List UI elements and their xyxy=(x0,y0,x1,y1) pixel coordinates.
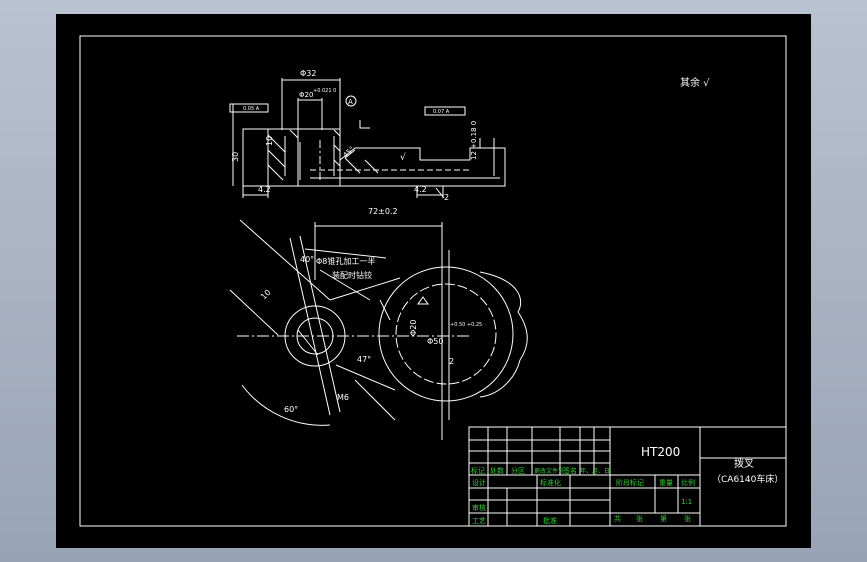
tb-sheet-no: 第 xyxy=(660,514,667,523)
tb-approve: 批准 xyxy=(543,516,557,525)
note-taper-hole: Φ8锥孔加工一半 xyxy=(316,256,375,266)
tb-zone: 分区 xyxy=(511,466,525,475)
tb-sheets-unit2: 张 xyxy=(684,514,691,523)
dim-2: 2 xyxy=(444,193,449,202)
tb-scale: 比例 xyxy=(681,478,695,487)
roughness-symbol: √ xyxy=(400,152,406,163)
tb-process: 工艺 xyxy=(472,517,486,525)
gdt-frame-1: 0.05 A xyxy=(243,106,260,112)
dim-phi50: Φ50 xyxy=(427,337,443,346)
dim-phi20: Φ20 xyxy=(409,320,418,336)
tb-check: 审核 xyxy=(472,503,486,512)
dim-72: 72±0.2 xyxy=(368,207,398,216)
dim-2b: 2 xyxy=(449,357,454,366)
dim-top-width: Φ32 xyxy=(300,69,316,78)
plan-view xyxy=(229,219,528,440)
dim-4-2-left: 4.2 xyxy=(258,185,271,194)
tb-standard: 标准化 xyxy=(540,478,561,487)
datum-a-marker xyxy=(345,95,357,107)
gdt-frame-2: 0.07 A xyxy=(433,109,450,115)
dim-10: 10 xyxy=(265,136,274,146)
dim-45-angle: 45° xyxy=(342,145,356,159)
machine-name: （CA6140车床） xyxy=(712,473,783,485)
tb-stage-mark: 阶段标记 xyxy=(616,478,644,487)
tb-sheets-total: 共 xyxy=(614,514,621,523)
tb-count: 处数 xyxy=(490,466,504,475)
roughness-note: 其余 √ xyxy=(680,76,710,89)
datum-label: A xyxy=(348,98,353,106)
tb-sheets-unit1: 张 xyxy=(636,514,643,523)
tb-date: 年、月、日 xyxy=(580,467,610,475)
dim-inner-bore: Φ20 xyxy=(299,91,313,99)
inner-frame xyxy=(79,35,787,527)
tb-sign: 签名 xyxy=(563,466,577,475)
dim-10b: 10 xyxy=(259,288,273,302)
drawing-sheet xyxy=(56,14,811,548)
dim-angle-60: 60° xyxy=(284,405,298,414)
dim-m6: M6 xyxy=(337,393,349,402)
note-assembly: 装配时钻铰 xyxy=(332,270,372,280)
dim-12-tol: 12 +0.18 0 xyxy=(470,121,478,160)
tb-weight: 重量 xyxy=(659,479,673,487)
material-label: HT200 xyxy=(641,445,680,459)
tb-mark: 标记 xyxy=(471,466,485,475)
tb-scale-value: 1:1 xyxy=(681,498,692,506)
title-block xyxy=(468,426,787,527)
dim-bore-tol: +0.021 0 xyxy=(313,88,336,94)
part-name: 拨叉 xyxy=(734,457,754,470)
tb-design: 设计 xyxy=(472,478,486,487)
dim-depth-30: 30 xyxy=(231,152,240,162)
section-view xyxy=(229,78,506,199)
dim-phi50-tol: +0.50 +0.25 xyxy=(450,322,482,328)
dim-angle-47: 47° xyxy=(357,355,371,364)
tb-change-doc: 更改文件号 xyxy=(534,467,564,475)
dim-angle-40: 40° xyxy=(300,255,314,264)
dim-4-2-right: 4.2 xyxy=(414,185,427,194)
